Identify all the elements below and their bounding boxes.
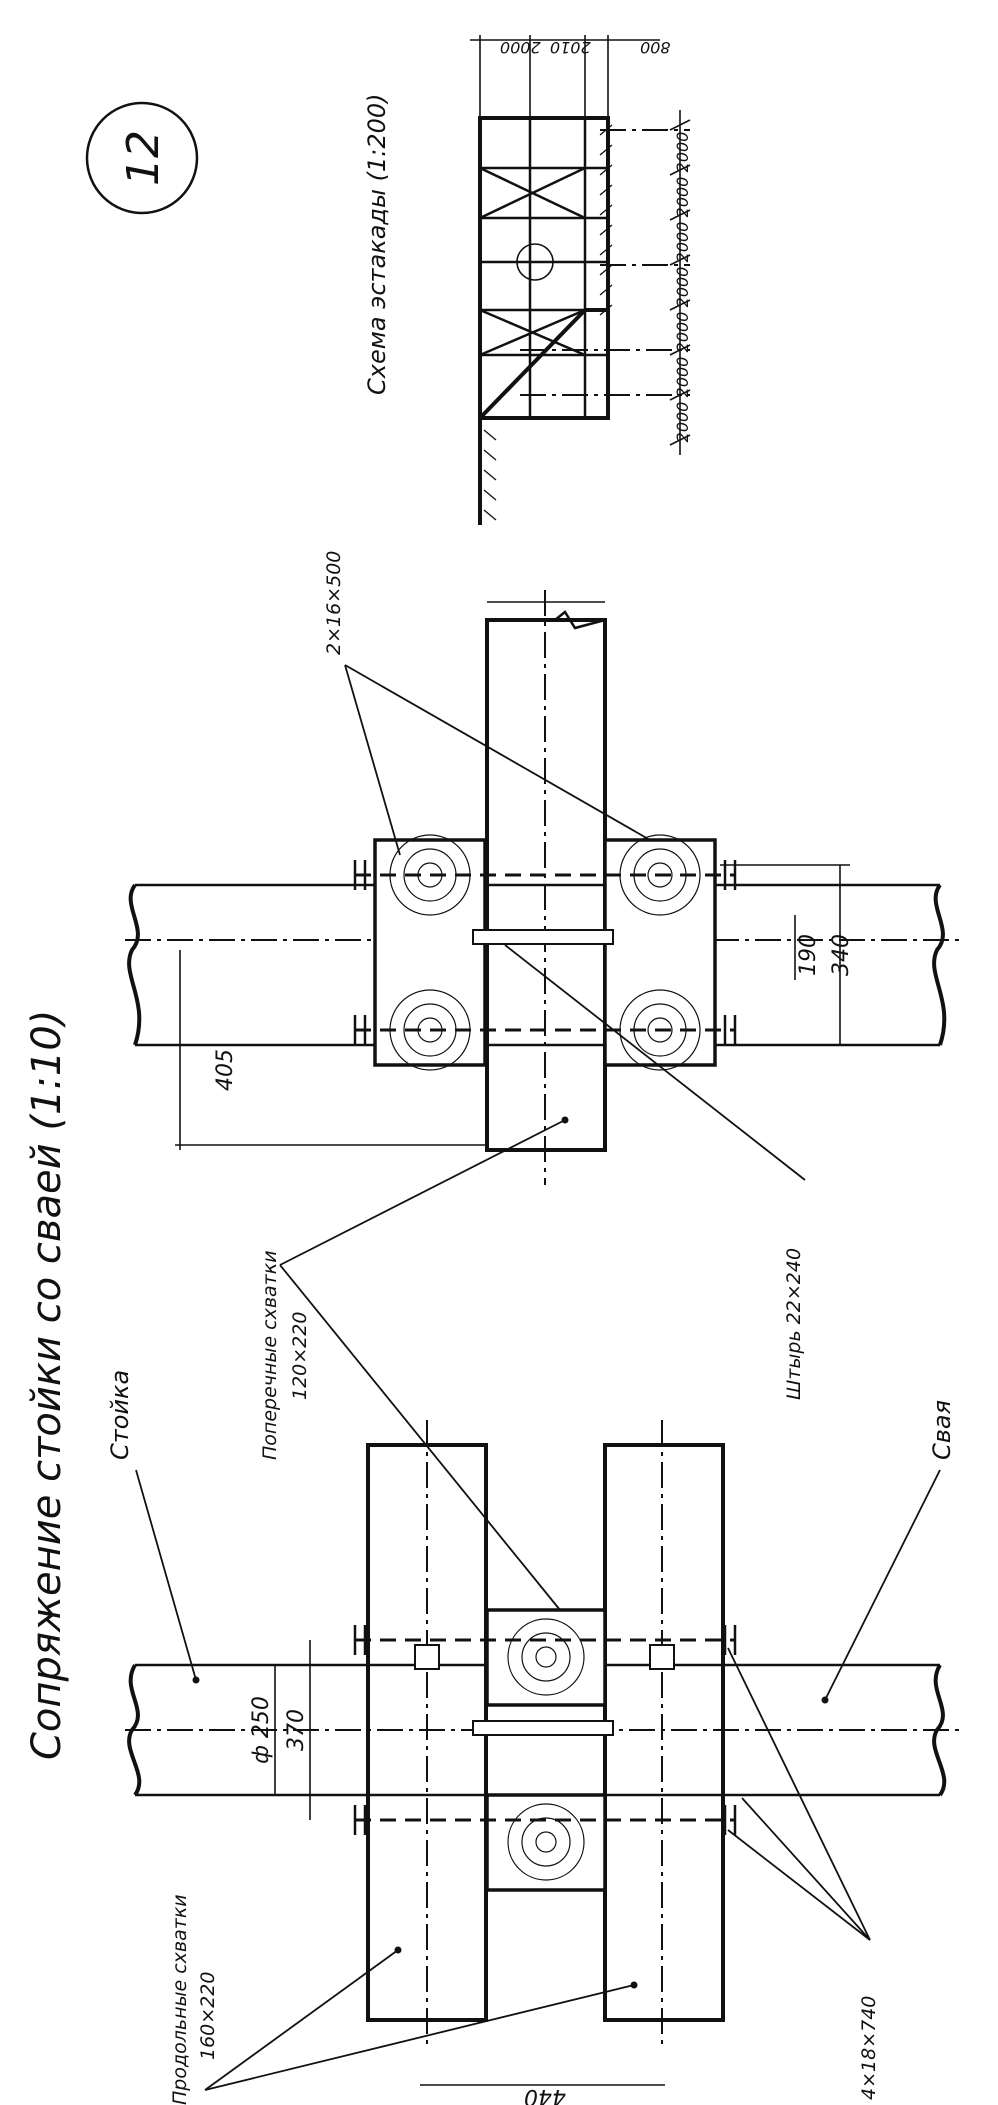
dim-440: 440: [524, 2084, 566, 2105]
scheme-bottom-dim-3: 2000: [673, 222, 692, 263]
scheme-bottom-dim-5: 2000: [673, 312, 692, 353]
dim-190: 190: [796, 934, 821, 976]
label-pin: Штырь 22×240: [783, 1248, 805, 1400]
dim-405: 405: [213, 1049, 238, 1091]
label-longitudinal-clamps: Продольные схватки: [169, 1894, 191, 2105]
sheet-number: 12: [85, 101, 199, 215]
scheme-top-dim-1: 2000: [500, 38, 541, 57]
trestle-scheme: Схема эстакады (1:200) 2000 2010 800: [363, 35, 692, 525]
label-pile: Свая: [928, 1400, 956, 1460]
label-transverse-clamps: Поперечные схватки: [259, 1250, 281, 1460]
label-longitudinal-clamps-size: 160×220: [197, 1972, 219, 2060]
dim-diameter: ф 250: [249, 1696, 274, 1764]
scheme-top-dim-3: 800: [640, 38, 671, 57]
scheme-bottom-dim-6: 2000: [673, 357, 692, 398]
scheme-bottom-dim-2: 2000: [673, 177, 692, 218]
scheme-bottom-dim-4: 2000: [673, 267, 692, 308]
label-post: Стойка: [106, 1370, 134, 1460]
drawing-title: Сопряжение стойки со сваей (1:10): [24, 1010, 70, 1760]
labels: Стойка Поперечные схватки 120×220 Штырь …: [106, 944, 956, 2105]
clamp-section-2: [603, 834, 717, 1071]
scheme-bottom-dim-7: 2000: [673, 402, 692, 443]
scheme-title: Схема эстакады (1:200): [363, 94, 391, 396]
lower-view: ф 250 370 440: [125, 1420, 960, 2105]
clamp-section-1: [373, 834, 487, 1071]
scheme-top-dim-2: 2010: [550, 38, 591, 57]
sheet-number-circle: [85, 101, 199, 215]
clamp-section-3: [485, 1608, 607, 1707]
scheme-bottom-dim-1: 2000: [673, 132, 692, 173]
dim-370: 370: [284, 1709, 309, 1751]
sheet-number-text: 12: [118, 130, 169, 186]
label-transverse-clamps-size: 120×220: [289, 1312, 311, 1400]
label-bolts-top: 2×16×500: [323, 551, 345, 655]
upper-view: 405 190 340 2×16×500: [125, 551, 960, 1185]
clamp-section-4: [485, 1793, 607, 1892]
label-bolts-bottom: 4×18×740: [858, 1996, 880, 2100]
dim-340: 340: [829, 934, 854, 976]
